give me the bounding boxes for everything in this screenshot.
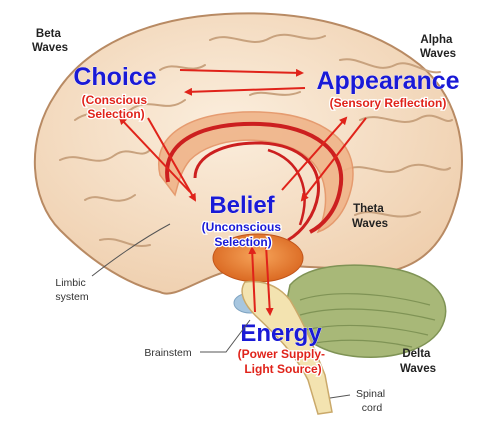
appearance-title: Appearance xyxy=(316,67,459,95)
choice-title: Choice xyxy=(73,63,156,91)
brainstem-label: Brainstem xyxy=(144,347,192,359)
choice-subtitle: (Conscious Selection) xyxy=(82,93,151,121)
energy-title: Energy xyxy=(240,320,322,347)
delta-waves-label: Delta Waves xyxy=(400,348,436,375)
spinal-cord-label: Spinal cord xyxy=(356,388,388,414)
belief-title: Belief xyxy=(209,192,275,219)
node-energy: Energy (Power Supply- Light Source) xyxy=(238,320,329,376)
alpha-waves-label: Alpha Waves xyxy=(420,34,456,60)
node-appearance: Appearance (Sensory Reflection) xyxy=(316,67,459,110)
energy-subtitle: (Power Supply- Light Source) xyxy=(238,347,329,376)
appearance-subtitle: (Sensory Reflection) xyxy=(330,96,447,110)
spinal-leader-line xyxy=(330,395,350,398)
beta-waves-label: Beta Waves xyxy=(32,28,68,54)
limbic-system-label: Limbic system xyxy=(55,277,89,303)
